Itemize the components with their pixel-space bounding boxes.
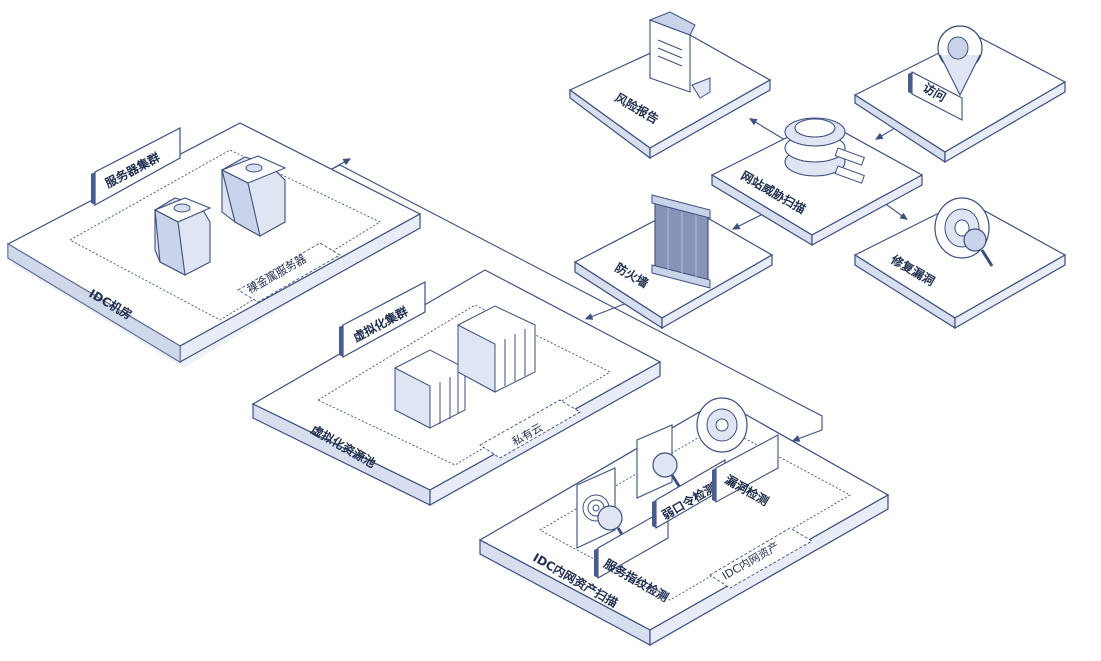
web-scan-platform: 网站威胁扫描 (710, 117, 924, 247)
connector-idc-top-arrow (329, 158, 352, 171)
firewall-panel-icon (651, 194, 711, 289)
internal-scan-platform: IDC内网资产扫描 IDC内网资产 服务指纹检测 弱 (478, 397, 892, 647)
fix-vuln-platform: 修复漏洞 (853, 197, 1067, 330)
connector-webscan-to-report (748, 118, 786, 141)
document-report-icon (648, 11, 711, 99)
target-ring-icon (696, 397, 748, 453)
stacked-blade-icon-2 (457, 305, 536, 393)
location-pin-icon (937, 25, 983, 97)
magnifier-database-icon (784, 117, 865, 184)
access-tag: 访问 (908, 71, 963, 121)
firewall-platform: 防火墙 (573, 194, 774, 330)
idc-room-platform: IDC机房 服务器集群 裸金属服务器 (6, 122, 424, 368)
server-cylinder-icon-2 (220, 155, 287, 238)
access-platform: 访问 (853, 25, 1067, 164)
search-document-icon (636, 424, 686, 499)
server-cylinder-icon (153, 197, 212, 276)
fingerprint-icon (576, 467, 630, 549)
risk-report-platform: 风险报告 (568, 11, 772, 160)
virtual-pool-platform: 虚拟化资源池 虚拟化集群 私有云 (251, 269, 664, 507)
stacked-blade-icon (394, 349, 466, 429)
target-magnifier-icon (934, 197, 994, 267)
